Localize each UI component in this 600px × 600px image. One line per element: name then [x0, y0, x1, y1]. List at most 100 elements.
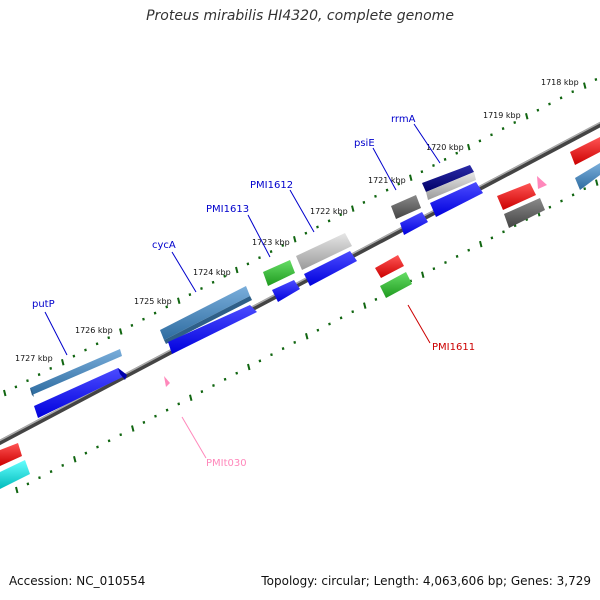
minor-tick	[153, 311, 157, 315]
gene-psiE[interactable]	[391, 195, 421, 219]
minor-tick	[130, 323, 134, 327]
minor-tick	[38, 476, 41, 480]
minor-tick	[72, 354, 76, 358]
gene-right-steel[interactable]	[575, 163, 600, 190]
gene-left-red[interactable]	[0, 443, 22, 466]
minor-tick	[490, 133, 493, 137]
minor-tick	[513, 121, 517, 124]
minor-tick	[455, 151, 459, 155]
minor-tick	[559, 96, 563, 100]
minor-tick	[490, 236, 494, 240]
minor-tick	[583, 187, 587, 191]
minor-tick	[548, 102, 551, 106]
minor-tick	[26, 379, 29, 383]
minor-tick	[188, 293, 192, 297]
tick-label: 1721 kbp	[368, 176, 406, 185]
minor-tick	[455, 254, 459, 258]
trna-marker-right[interactable]	[537, 176, 547, 189]
gene-PMI1612-cds[interactable]	[304, 251, 357, 286]
minor-tick	[107, 439, 111, 443]
tick-label: 1726 kbp	[75, 326, 113, 335]
gene-PMI1611[interactable]	[380, 272, 412, 298]
minor-tick	[61, 463, 65, 467]
gene-putP[interactable]	[30, 349, 122, 397]
minor-tick	[223, 274, 227, 278]
major-tick	[583, 82, 587, 89]
gene-label-PMI1611[interactable]: PMI1611	[432, 342, 475, 353]
gene-reverse-red[interactable]	[375, 255, 404, 278]
leader-rrmA	[413, 123, 441, 164]
gene-right-red[interactable]	[570, 137, 600, 165]
tick-label: 1727 kbp	[15, 354, 53, 363]
minor-tick	[560, 199, 563, 203]
leader-PMIt030	[181, 416, 207, 459]
gene-left-cyan[interactable]	[0, 460, 30, 489]
minor-tick	[14, 385, 18, 389]
major-tick	[525, 113, 529, 120]
minor-tick	[258, 256, 261, 260]
minor-tick	[594, 78, 598, 81]
major-tick	[479, 240, 483, 248]
gene-rrmA[interactable]	[422, 165, 476, 200]
minor-tick	[223, 377, 227, 381]
genome-backbone	[0, 121, 600, 446]
minor-tick	[502, 230, 505, 234]
gene-cycA-cds[interactable]	[168, 305, 257, 354]
minor-tick	[339, 213, 343, 217]
minor-tick	[432, 267, 436, 271]
major-tick	[61, 359, 65, 366]
trna-marker-PMIt030[interactable]	[164, 376, 170, 387]
minor-tick	[165, 408, 169, 412]
genome-summary-text: Topology: circular; Length: 4,063,606 bp…	[261, 574, 591, 588]
gene-label-PMIt030[interactable]: PMIt030	[206, 458, 247, 469]
major-tick	[305, 333, 309, 340]
gene-PMI1613[interactable]	[263, 260, 295, 286]
minor-tick	[200, 390, 204, 394]
minor-tick	[432, 164, 435, 167]
gene-label-PMI1612[interactable]: PMI1612	[250, 180, 293, 191]
tick-label: 1718 kbp	[541, 78, 579, 87]
map-title: Proteus mirabilis HI4320, complete genom…	[146, 8, 454, 24]
gene-rrmA-cds[interactable]	[430, 182, 483, 217]
leader-cycA	[171, 251, 197, 293]
minor-tick	[444, 261, 447, 264]
major-tick	[235, 266, 239, 274]
minor-tick	[212, 384, 215, 387]
tick-label: 1723 kbp	[252, 238, 290, 247]
major-tick	[467, 143, 471, 151]
minor-tick	[548, 205, 552, 209]
minor-tick	[328, 322, 331, 326]
tick-label: 1719 kbp	[483, 111, 521, 120]
leader-putP	[44, 311, 68, 356]
gene-label-rrmA[interactable]: rrmA	[391, 114, 416, 125]
leader-PMI1612	[289, 189, 315, 233]
tick-label: 1724 kbp	[193, 268, 231, 277]
gene-label-cycA[interactable]: cycA	[152, 240, 176, 251]
gene-cycA[interactable]	[160, 286, 252, 344]
minor-tick	[258, 359, 262, 363]
gene-label-PMI1613[interactable]: PMI1613	[206, 204, 249, 215]
minor-tick	[142, 317, 145, 321]
outer-scale-ruler	[3, 78, 598, 397]
gene-label-psiE[interactable]: psiE	[354, 138, 375, 149]
gene-label-putP[interactable]: putP	[32, 299, 55, 310]
minor-tick	[420, 170, 424, 174]
gene-putP-cds[interactable]	[34, 368, 127, 418]
gene-PMI1612[interactable]	[296, 233, 352, 270]
major-tick	[15, 486, 19, 494]
minor-tick	[84, 348, 87, 352]
minor-tick	[293, 340, 297, 344]
major-tick	[131, 425, 135, 432]
gene-PMI1613-cds[interactable]	[272, 280, 300, 302]
minor-tick	[49, 470, 53, 474]
major-tick	[189, 394, 193, 402]
minor-tick	[84, 451, 88, 455]
minor-tick	[443, 157, 447, 161]
gene-reverse-red-2[interactable]	[497, 183, 536, 210]
gene-reverse-gray[interactable]	[504, 198, 545, 228]
major-tick	[363, 302, 367, 309]
minor-tick	[374, 194, 377, 198]
major-tick	[595, 179, 599, 186]
gene-psiE-cds[interactable]	[400, 212, 428, 235]
